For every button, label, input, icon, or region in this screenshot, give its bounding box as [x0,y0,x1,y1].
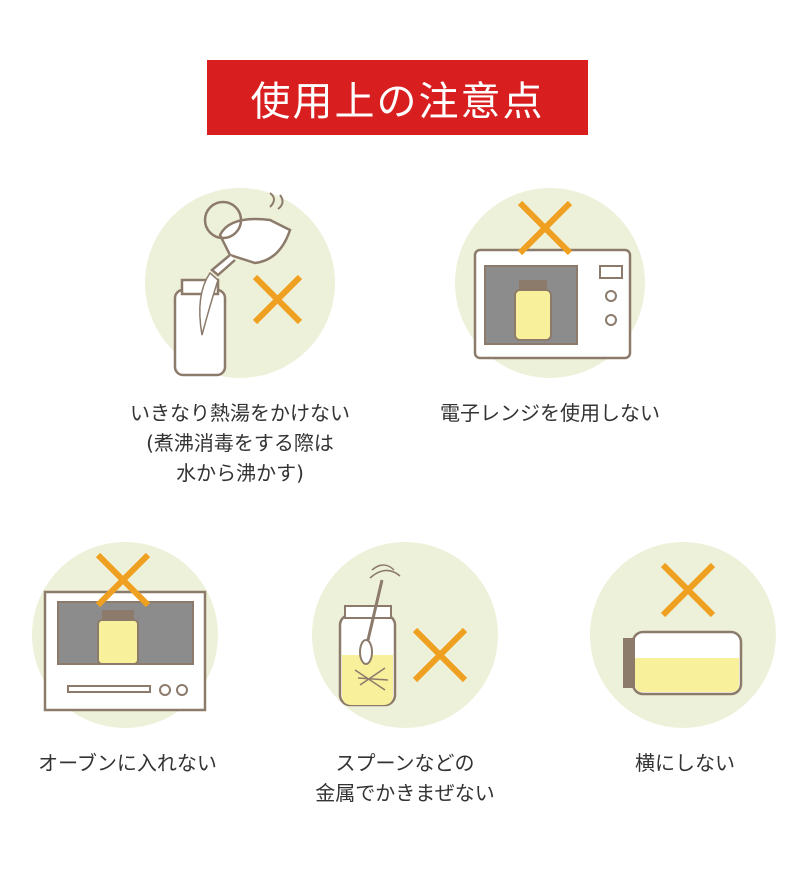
caption-sideways: 横にしない [560,748,800,778]
jar-sideways-icon [590,542,776,728]
caution-hot-water [140,185,340,385]
page-title: 使用上の注意点 [207,60,588,135]
caution-spoon [310,540,510,740]
caption-spoon: スプーンなどの 金属でかきまぜない [280,748,530,808]
kettle-pour-jar-icon [145,188,335,378]
caption-microwave: 電子レンジを使用しない [400,398,700,428]
oven-jar-icon [32,542,218,728]
caption-line: 横にしない [635,751,735,775]
caption-line: いきなり熱湯をかけない [130,401,350,425]
caption-hot-water: いきなり熱湯をかけない (煮沸消毒をする際は 水から沸かす) [90,398,390,488]
caution-oven [30,540,230,740]
caption-line: 金属でかきまぜない [315,781,495,805]
caption-line: 電子レンジを使用しない [440,401,660,425]
microwave-jar-icon [455,188,645,378]
caption-line: オーブンに入れない [38,751,217,775]
caution-sideways [588,540,788,740]
caption-line: スプーンなどの [335,751,475,775]
caption-oven: オーブンに入れない [0,748,255,778]
spoon-jar-icon [312,542,498,728]
caution-microwave [455,188,655,388]
caption-line: 水から沸かす) [176,461,304,485]
caption-line: (煮沸消毒をする際は [146,431,334,455]
